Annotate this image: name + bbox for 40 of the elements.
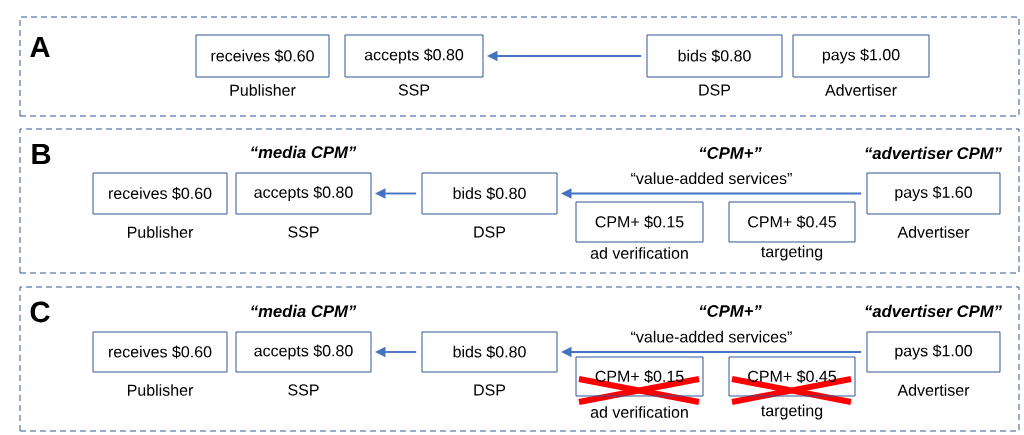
value-box: pays $1.60 [866,172,1001,215]
value-box: CPM+ $0.15 [575,201,704,243]
role-label: DSP [474,226,506,238]
role-label: Advertiser [825,84,897,96]
term-heading: “CPM+” [699,305,762,317]
value-box: bids $0.80 [646,34,783,78]
value-box: pays $1.00 [792,34,930,78]
role-label: Publisher [128,226,194,238]
value-box: receives $0.60 [92,172,228,215]
value-box: CPM+ $0.45 [728,356,856,397]
role-label: SSP [398,84,430,96]
value-box: accepts $0.80 [235,172,372,215]
term-heading: “media CPM” [251,145,357,159]
term-heading: “advertiser CPM” [865,304,1002,318]
value-box: CPM+ $0.15 [575,356,704,397]
role-label: Advertiser [897,226,970,238]
role-label: DSP [474,384,506,396]
value-box: receives $0.60 [195,34,330,78]
role-label: Publisher [128,384,194,396]
role-label: targeting [761,404,823,420]
role-label: ad verification [590,406,688,418]
value-box: accepts $0.80 [235,331,372,373]
term-heading: “CPM+” [699,147,762,159]
value-box: receives $0.60 [92,331,228,373]
role-label: SSP [288,384,319,396]
role-label: Advertiser [897,384,970,396]
role-label: ad verification [590,247,688,259]
role-label: SSP [288,226,319,238]
role-label: targeting [761,245,823,261]
edge-label: “value-added services” [629,170,794,186]
term-heading: “media CPM” [251,304,357,318]
role-label: Publisher [230,84,296,96]
value-box: accepts $0.80 [344,34,484,78]
value-box: bids $0.80 [421,331,558,373]
value-box: pays $1.00 [866,331,1001,373]
role-label: DSP [699,84,731,96]
term-heading: “advertiser CPM” [865,146,1002,160]
edge-label: “value-added services” [629,329,794,344]
value-box: CPM+ $0.45 [728,201,856,243]
value-box: bids $0.80 [421,172,558,215]
